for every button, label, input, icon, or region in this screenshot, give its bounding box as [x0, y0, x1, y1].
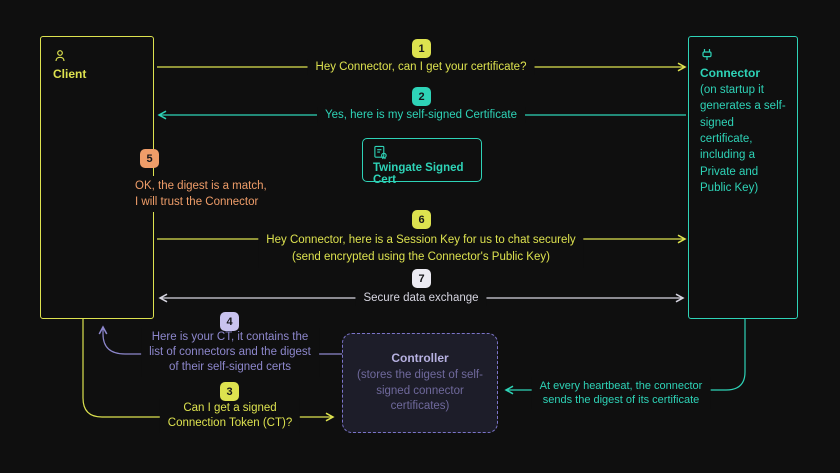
- person-icon: [55, 50, 65, 62]
- step-3-text: Can I get a signed Connection Token (CT)…: [159, 399, 301, 433]
- controller-description: (stores the digest of self-signed connec…: [357, 369, 483, 413]
- connector-label: Connector: [700, 66, 760, 80]
- step-5-text: OK, the digest is a match, I will trust …: [129, 176, 273, 212]
- step-4-text: Here is your CT, it contains the list of…: [141, 328, 319, 377]
- connector-description: (on startup it generates a self-signed c…: [700, 84, 786, 194]
- step-6-badge: 6: [412, 210, 431, 229]
- step-6-text: Hey Connector, here is a Session Key for…: [258, 230, 584, 268]
- signed-cert-box: Twingate Signed Cert: [362, 138, 482, 186]
- certificate-icon: [374, 145, 387, 160]
- step-4-badge: 4: [220, 312, 239, 331]
- arrow-step-4: [98, 325, 342, 355]
- arrow-step-3: [82, 319, 335, 422]
- step-3-badge: 3: [220, 382, 239, 401]
- connector-box: Connector (on startup it generates a sel…: [688, 36, 798, 319]
- step-7-badge: 7: [412, 269, 431, 288]
- controller-label: Controller: [391, 351, 449, 366]
- signed-cert-label: Twingate Signed Cert: [373, 162, 464, 186]
- step-1-text: Hey Connector, can I get your certificat…: [307, 59, 535, 75]
- step-2-text: Yes, here is my self-signed Certificate: [317, 107, 525, 123]
- step-1-badge: 1: [412, 39, 431, 58]
- plug-icon: [702, 49, 712, 60]
- step-7-text: Secure data exchange: [355, 290, 487, 306]
- step-5-badge: 5: [140, 149, 159, 168]
- arrow-heartbeat: [504, 319, 746, 395]
- step-2-badge: 2: [412, 87, 431, 106]
- controller-box: Controller (stores the digest of self-si…: [342, 333, 498, 433]
- heartbeat-text: At every heartbeat, the connector sends …: [531, 377, 711, 409]
- client-label: Client: [53, 67, 87, 81]
